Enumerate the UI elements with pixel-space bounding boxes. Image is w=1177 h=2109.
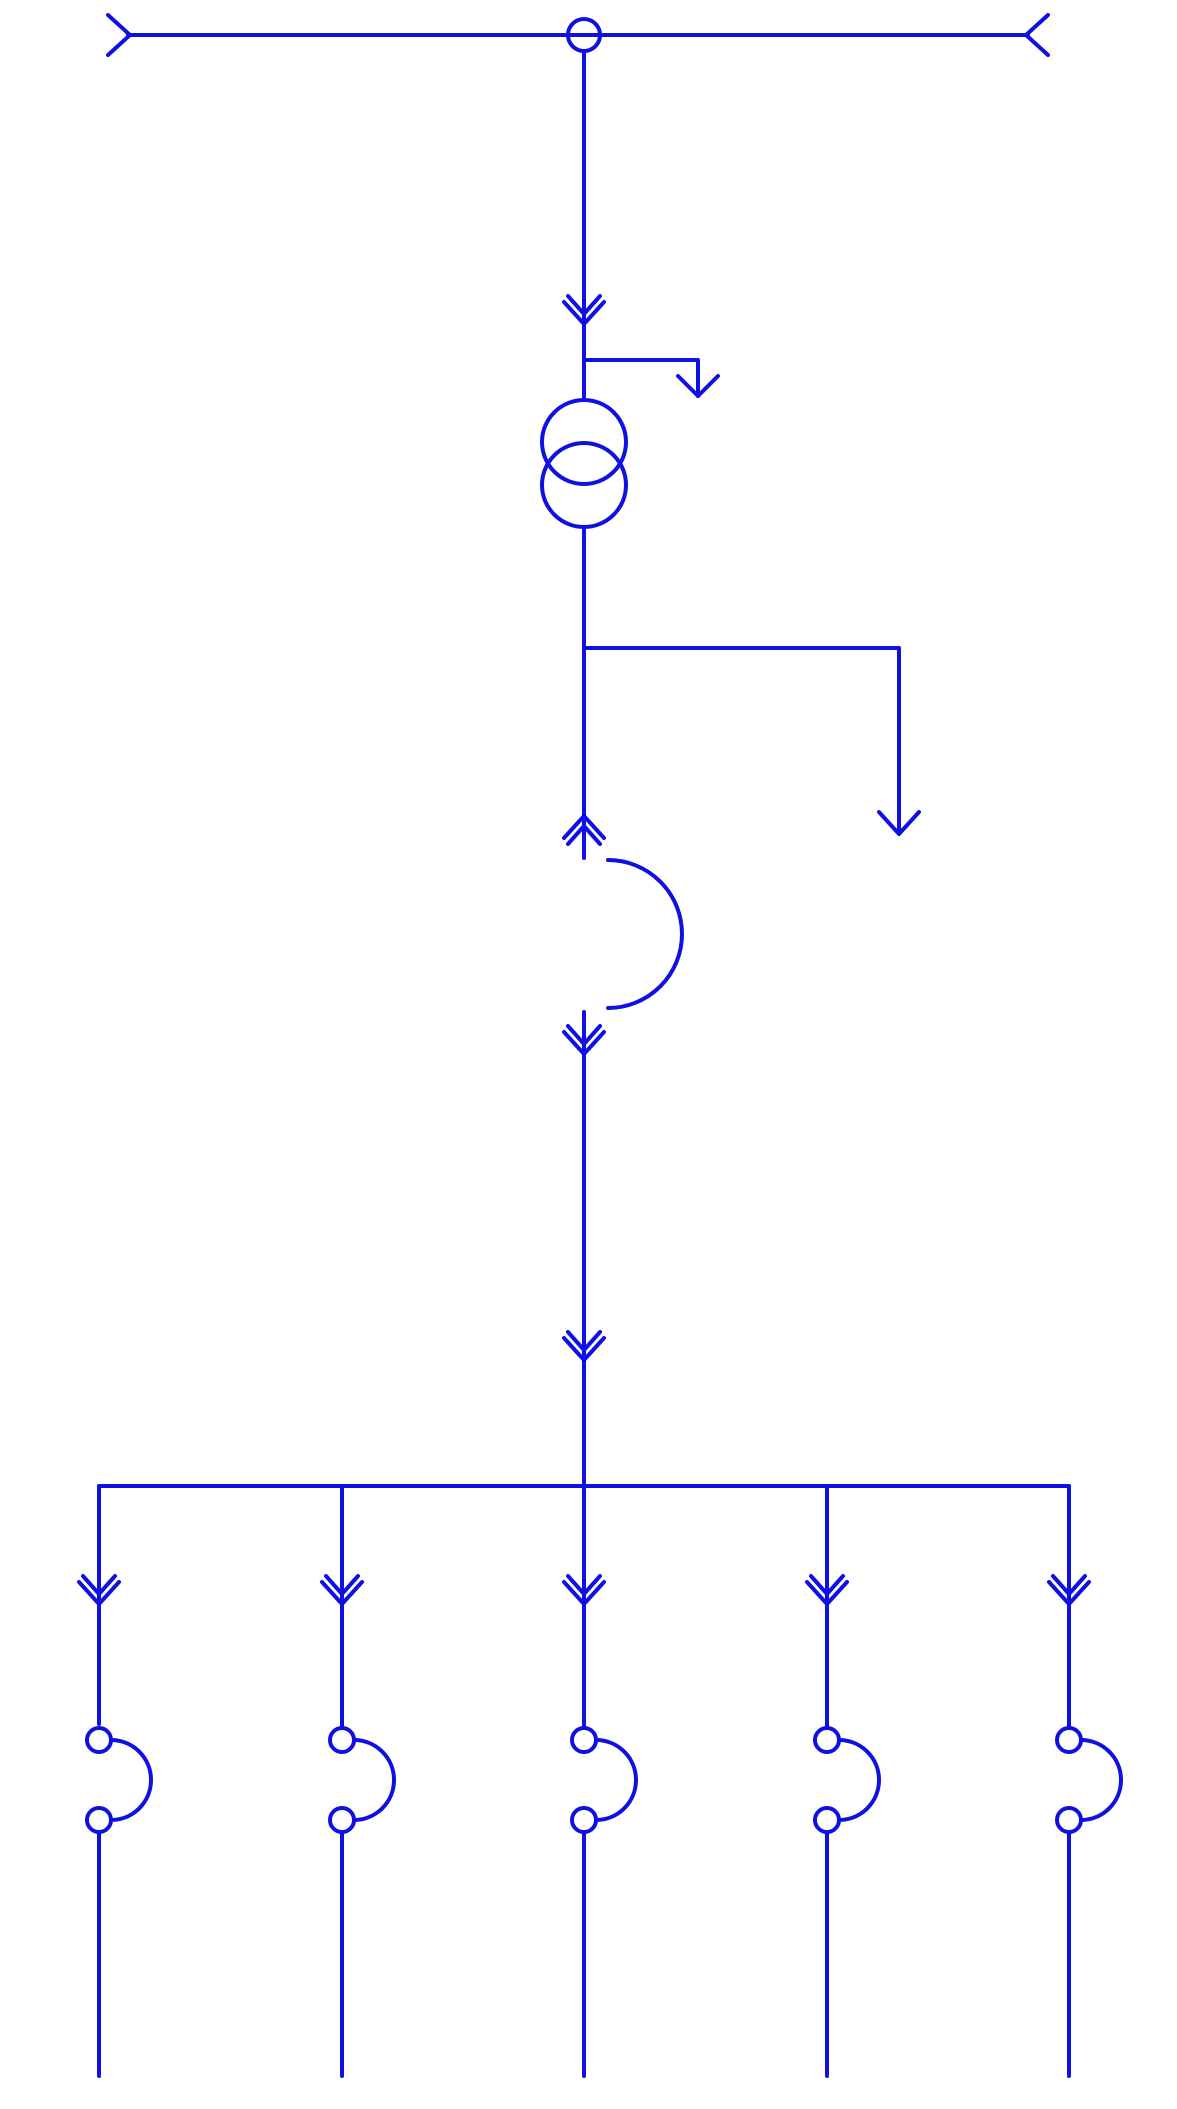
hv-tap-arrow xyxy=(676,374,720,398)
incoming-feeder-arrow xyxy=(562,300,606,326)
feeder-4-breaker-bottom-contact xyxy=(813,1806,841,1834)
feeder-2-breaker-arc xyxy=(352,1738,396,1822)
outgoing-feeder-1 xyxy=(77,1484,153,2078)
feeder-1-breaker-bottom-contact xyxy=(85,1806,113,1834)
distribution-feeder-arrow xyxy=(562,1336,606,1362)
outgoing-feeder-5 xyxy=(1047,1484,1123,2078)
feeder-3-arrow xyxy=(562,1580,606,1606)
outgoing-feeder-2 xyxy=(320,1484,396,2078)
feeder-3-arrow-inner xyxy=(566,1574,602,1596)
feeder-3-breaker-top-contact xyxy=(570,1726,598,1754)
feeder-5-breaker-top-contact xyxy=(1055,1726,1083,1754)
feeder-2-breaker-bottom-contact xyxy=(328,1806,356,1834)
feeder-2-arrow-inner xyxy=(324,1574,360,1596)
distribution-feeder-arrow-inner xyxy=(566,1330,602,1352)
incoming-feeder xyxy=(562,49,720,402)
hv-tap-branch xyxy=(582,358,700,398)
transformer-primary-winding xyxy=(540,398,628,486)
top-busbar xyxy=(106,13,1050,57)
feeder-5-arrow xyxy=(1047,1580,1091,1606)
feeder-5-arrow-inner xyxy=(1051,1574,1087,1596)
incoming-feeder-arrow-inner xyxy=(566,294,602,316)
right-incomer-arrow xyxy=(1024,13,1050,57)
outgoing-feeder-4 xyxy=(805,1484,881,2078)
feeder-2-arrow xyxy=(320,1580,364,1606)
feeder-1-breaker-top-contact xyxy=(85,1726,113,1754)
lv-branch-arrow xyxy=(877,810,921,836)
feeder-4-breaker-arc xyxy=(837,1738,881,1822)
main-breaker xyxy=(606,858,684,1010)
lv-branch-line xyxy=(582,646,901,834)
left-incomer-arrow xyxy=(106,13,132,57)
feeder-3-breaker-arc xyxy=(594,1738,638,1822)
outgoing-feeder-3 xyxy=(562,1484,638,2078)
lv-feeder xyxy=(562,525,921,860)
feeder-4-arrow xyxy=(805,1580,849,1606)
feeder-3-breaker-bottom-contact xyxy=(570,1806,598,1834)
main-breaker-top-arrow-inner xyxy=(566,824,602,846)
feeder-4-breaker-top-contact xyxy=(813,1726,841,1754)
feeder-2-breaker-top-contact xyxy=(328,1726,356,1754)
distribution-feeder xyxy=(562,1010,606,1488)
feeder-5-breaker-arc xyxy=(1079,1738,1123,1822)
transformer-symbol xyxy=(540,398,628,529)
main-breaker-arc xyxy=(606,858,684,1010)
feeder-5-breaker-bottom-contact xyxy=(1055,1806,1083,1834)
main-breaker-top-arrow xyxy=(562,814,606,840)
feeder-4-arrow-inner xyxy=(809,1574,845,1596)
feeder-1-breaker-arc xyxy=(109,1738,153,1822)
main-breaker-bottom-arrow-inner xyxy=(566,1024,602,1046)
feeder-1-arrow-inner xyxy=(81,1574,117,1596)
feeder-1-arrow xyxy=(77,1580,121,1606)
main-breaker-bottom-arrow xyxy=(562,1030,606,1056)
